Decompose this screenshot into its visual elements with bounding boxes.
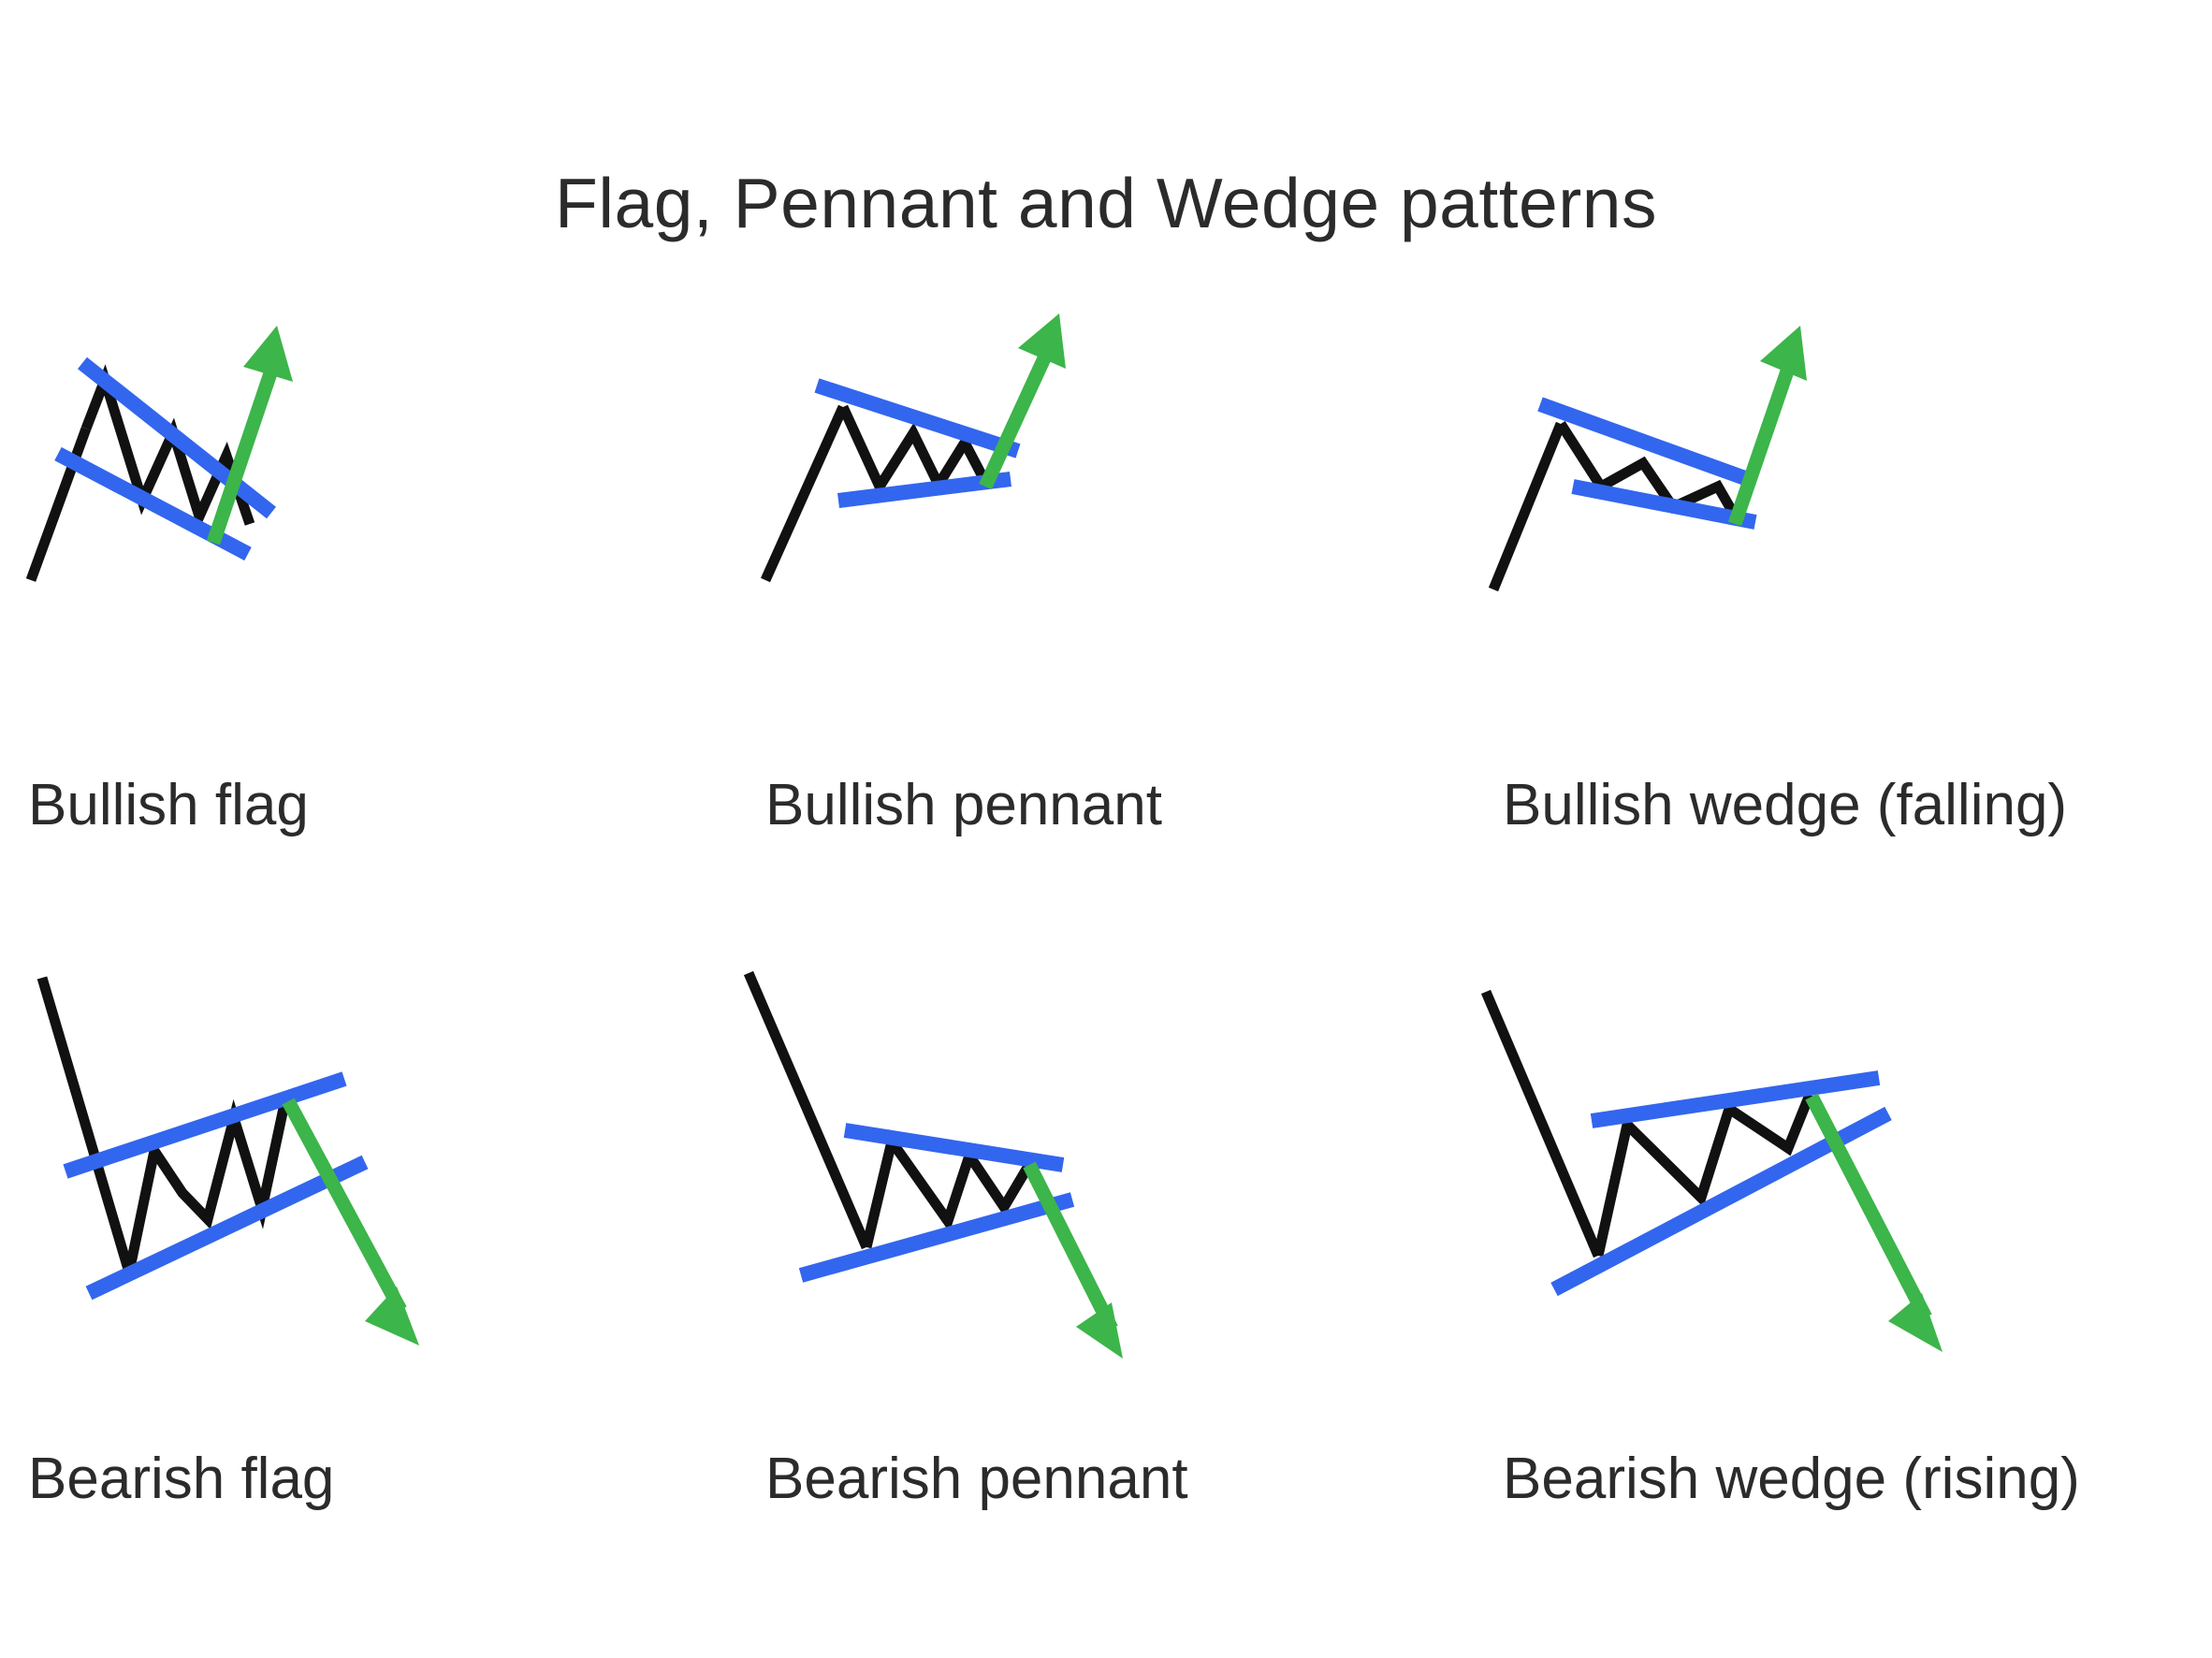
- breakout-arrow-shaft: [282, 1098, 407, 1314]
- breakout-arrow-head: [243, 326, 293, 382]
- lower-channel-line: [798, 1192, 1075, 1283]
- panel-label-bearish-pennant: Bearish pennant: [765, 1447, 1188, 1511]
- bearish-wedge-rising-figure: [1480, 989, 1943, 1352]
- trend-pole-line: [1480, 989, 1604, 1258]
- pattern-grid: Bullish flag Bullish pennant: [0, 309, 2212, 1619]
- bullish-wedge-falling-figure: [1488, 326, 1807, 592]
- consolidation-zigzag: [861, 1128, 1032, 1249]
- consolidation-zigzag: [1556, 421, 1743, 525]
- breakout-arrow-head: [365, 1287, 419, 1345]
- panel-bullish-pennant[interactable]: Bullish pennant: [737, 309, 1475, 964]
- lower-channel-line: [1571, 479, 1757, 530]
- upper-channel-line: [843, 1123, 1065, 1172]
- panel-label-bullish-pennant: Bullish pennant: [765, 773, 1162, 837]
- panel-bullish-flag[interactable]: Bullish flag: [0, 309, 737, 964]
- breakout-arrow-head: [1760, 326, 1807, 381]
- panel-bullish-wedge-falling[interactable]: Bullish wedge (falling): [1475, 309, 2212, 964]
- breakout-arrow-shaft: [206, 362, 281, 545]
- trend-pole-line: [25, 427, 92, 582]
- trend-pole-line: [1488, 421, 1566, 592]
- upper-channel-line: [1590, 1070, 1881, 1128]
- panel-bearish-pennant[interactable]: Bearish pennant: [737, 964, 1475, 1619]
- bearish-flag-figure: [36, 976, 419, 1345]
- panel-label-bullish-wedge: Bullish wedge (falling): [1503, 773, 2068, 837]
- bearish-pennant-figure: [743, 970, 1123, 1359]
- bullish-pennant-figure: [760, 313, 1066, 583]
- breakout-arrow-shaft: [1805, 1093, 1932, 1321]
- breakout-arrow-shaft: [979, 344, 1055, 490]
- panel-label-bullish-flag: Bullish flag: [28, 773, 309, 837]
- panel-bearish-flag[interactable]: Bearish flag: [0, 964, 737, 1619]
- page-title: Flag, Pennant and Wedge patterns: [555, 164, 1657, 242]
- breakout-arrow-head: [1018, 313, 1066, 369]
- trend-pole-line: [760, 404, 849, 583]
- panel-label-bearish-wedge: Bearish wedge (rising): [1503, 1447, 2080, 1511]
- breakout-arrow-head: [1888, 1293, 1943, 1352]
- lower-channel-line: [85, 1155, 369, 1301]
- pattern-row-bullish: Bullish flag Bullish pennant: [0, 309, 2212, 964]
- bullish-flag-figure: [25, 326, 293, 582]
- panel-bearish-wedge-rising[interactable]: Bearish wedge (rising): [1475, 964, 2212, 1619]
- breakout-arrow-shaft: [1727, 357, 1798, 527]
- upper-channel-line: [814, 378, 1021, 458]
- trend-pole-line: [36, 976, 135, 1274]
- pattern-row-bearish: Bearish flag Bearish pennant: [0, 964, 2212, 1619]
- upper-channel-line: [63, 1071, 347, 1179]
- upper-channel-line: [78, 356, 276, 519]
- consolidation-zigzag: [838, 404, 990, 498]
- consolidation-zigzag: [1593, 1092, 1815, 1258]
- breakout-arrow-shaft: [1023, 1161, 1118, 1332]
- panel-label-bearish-flag: Bearish flag: [28, 1447, 335, 1511]
- trend-pole-line: [743, 970, 872, 1250]
- breakout-arrow-head: [1076, 1302, 1123, 1359]
- upper-channel-line: [1537, 397, 1758, 489]
